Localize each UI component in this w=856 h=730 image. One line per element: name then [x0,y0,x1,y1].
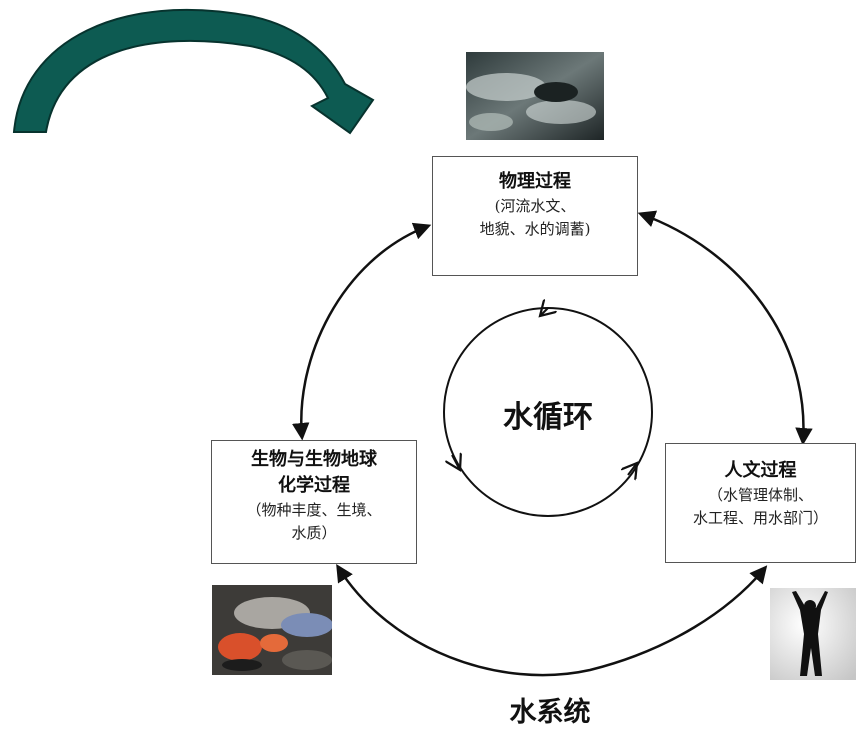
box-biological-line2: 水质） [291,524,337,542]
arrow-biological-human [336,564,768,677]
fish-photo [212,585,332,675]
box-human-title: 人文过程 [724,460,797,481]
arrow-physical-human [637,210,813,446]
box-biological-line1: （物种丰度、生境、 [246,501,382,519]
box-biological-title1: 生物与生物地球 [251,449,377,470]
water-rapids-photo [466,52,604,140]
box-physical-title: 物理过程 [499,171,571,192]
arrow-physical-biological [292,222,432,441]
person-silhouette-photo [770,588,856,680]
box-physical-line2: 地貌、水的调蓄) [479,220,591,238]
box-biological-title2: 化学过程 [278,475,350,496]
box-physical-line1: (河流水文、 [494,197,576,215]
center-label-water-cycle: 水循环 [503,400,593,435]
box-biological-process: 生物与生物地球 化学过程 （物种丰度、生境、 水质） [211,440,417,564]
bottom-label-water-system: 水系统 [509,697,591,728]
box-physical-process: 物理过程 (河流水文、 地貌、水的调蓄) [432,156,638,276]
box-human-line2: 水工程、用水部门） [692,509,828,527]
box-human-process: 人文过程 （水管理体制、 水工程、用水部门） [665,443,856,563]
box-human-line1: （水管理体制、 [707,486,813,504]
